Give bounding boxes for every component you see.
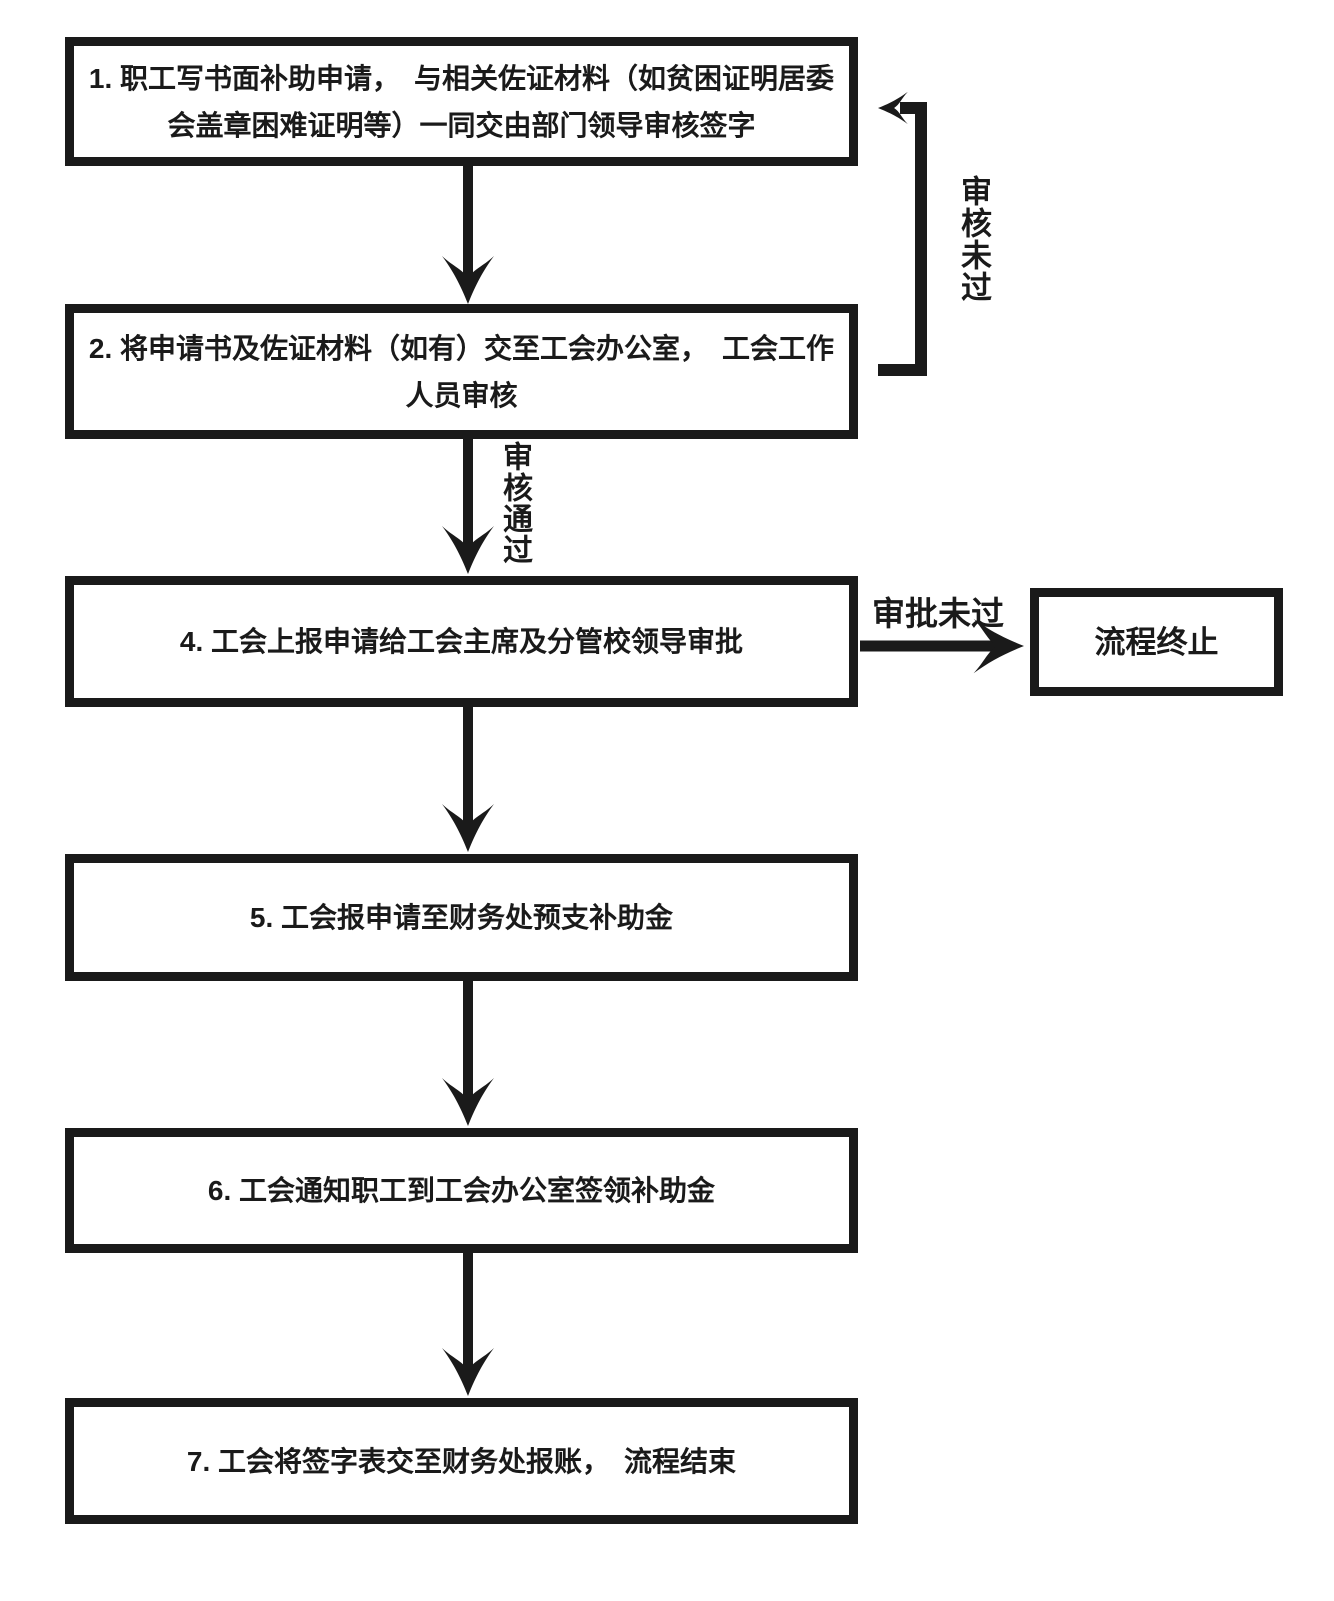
node-step4-line1: 4. 工会上报申请给工会主席及分管校领导审批 — [179, 626, 744, 657]
node-step5: 5. 工会报申请至财务处预支补助金 — [65, 854, 858, 981]
edge-label-review-pass: 审核通过 — [498, 441, 531, 565]
edge-label-review-fail: 审核未过 — [956, 175, 991, 303]
node-step7-line1: 7. 工会将签字表交至财务处报账， 流程结束 — [186, 1445, 737, 1477]
node-step2-line1: 2. 将申请书及佐证材料（如有）交至工会办公室， 工会工作 — [88, 332, 835, 364]
node-step1: 1. 职工写书面补助申请， 与相关佐证材料（如贫困证明居委 会盖章困难证明等）一… — [65, 37, 858, 166]
arrow-review-fail-loop — [878, 91, 927, 376]
node-step2: 2. 将申请书及佐证材料（如有）交至工会办公室， 工会工作 人员审核 — [65, 304, 858, 439]
arrow-stem — [878, 102, 927, 376]
edge-label-approve-fail: 审批未过 — [872, 595, 1004, 632]
arrow-step2-to-step4-review-pass — [442, 439, 494, 574]
arrow-step6-to-step7 — [442, 1253, 494, 1396]
arrow-approve-fail-to-terminal — [860, 618, 1024, 674]
arrow-step5-to-step6 — [442, 981, 494, 1126]
node-step7: 7. 工会将签字表交至财务处报账， 流程结束 — [65, 1398, 858, 1524]
node-step2-line2: 人员审核 — [405, 379, 518, 411]
arrow-step1-to-step2 — [442, 166, 494, 304]
node-terminal: 流程终止 — [1030, 588, 1283, 696]
node-step1-line1: 1. 职工写书面补助申请， 与相关佐证材料（如贫困证明居委 — [88, 62, 835, 94]
node-step6: 6. 工会通知职工到工会办公室签领补助金 — [65, 1128, 858, 1253]
node-step6-line1: 6. 工会通知职工到工会办公室签领补助金 — [207, 1175, 716, 1206]
node-step1-line2: 会盖章困难证明等）一同交由部门领导审核签字 — [167, 109, 756, 141]
node-step5-line1: 5. 工会报申请至财务处预支补助金 — [249, 902, 674, 933]
node-terminal-line1: 流程终止 — [1094, 624, 1219, 660]
arrow-step4-to-step5 — [442, 707, 494, 852]
node-step4: 4. 工会上报申请给工会主席及分管校领导审批 — [65, 576, 858, 707]
